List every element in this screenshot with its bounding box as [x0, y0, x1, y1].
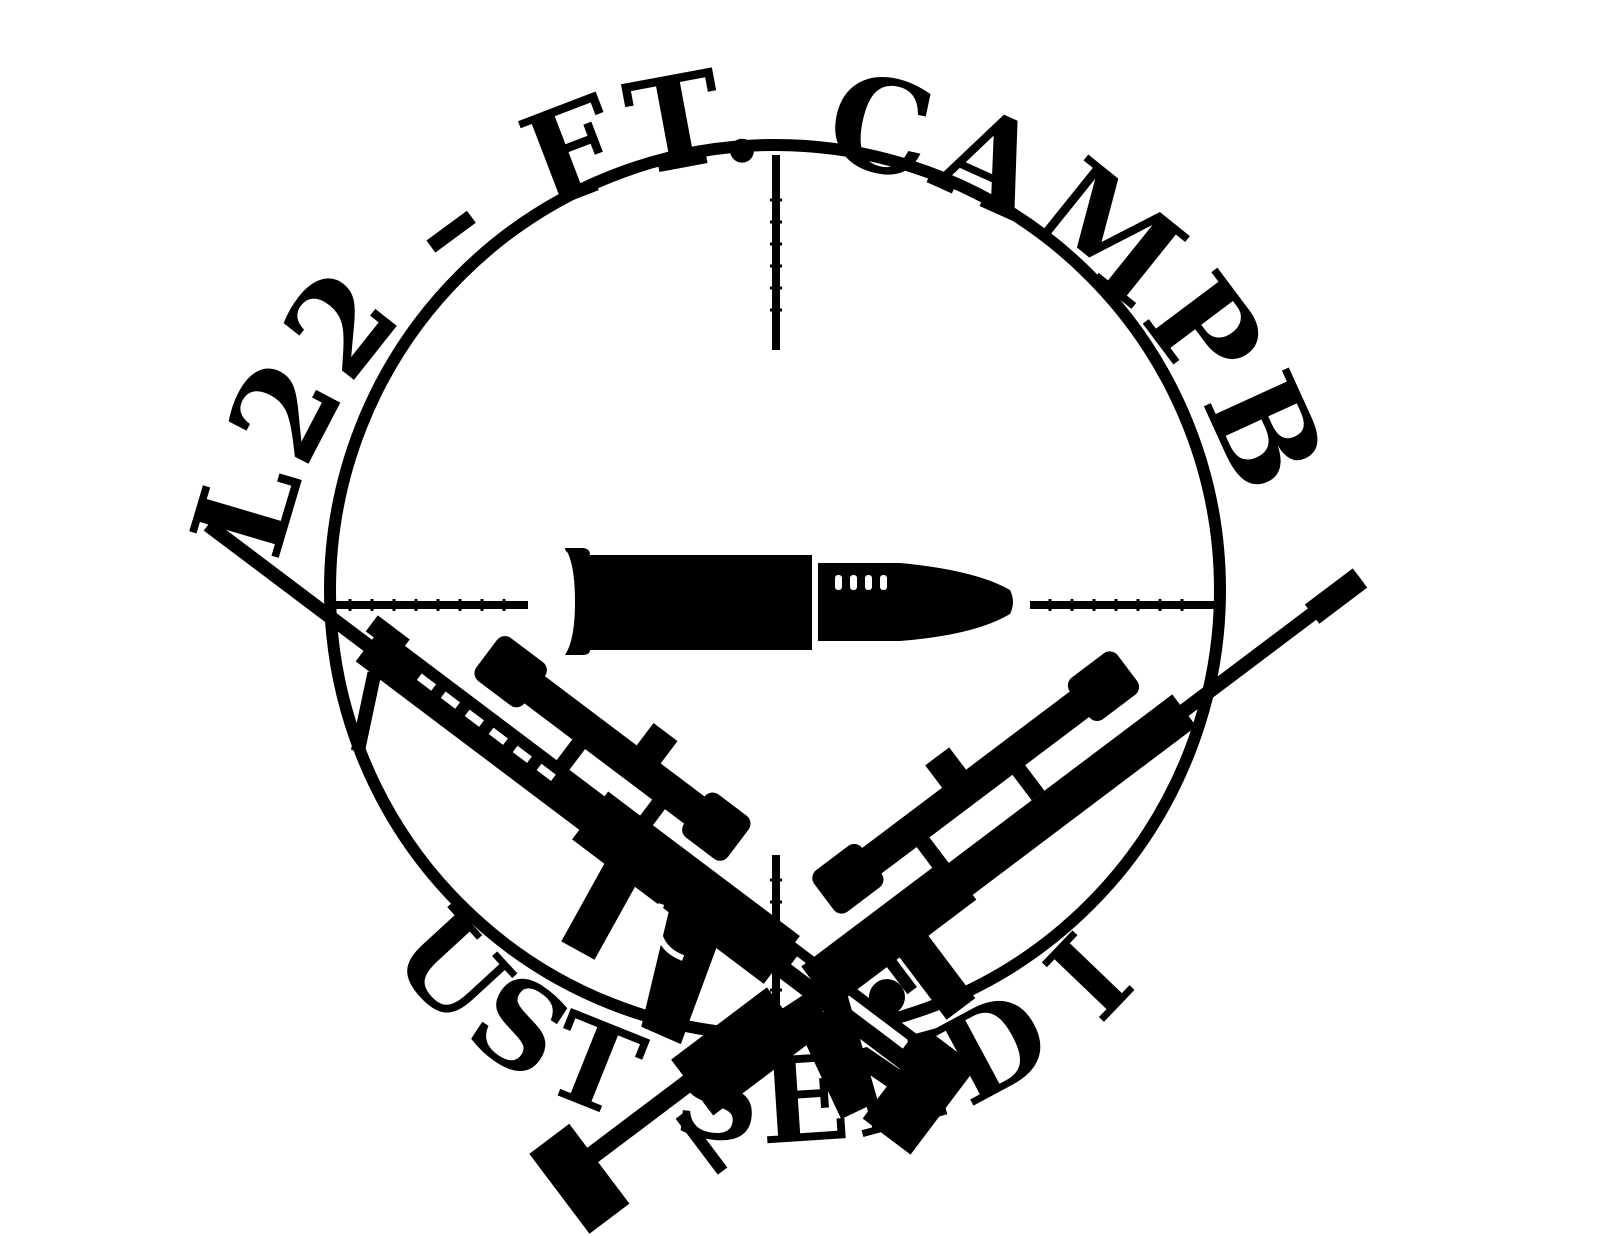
cartridge-case	[565, 548, 812, 655]
right-rifle-icon	[529, 568, 1368, 1234]
cartridge-icon	[565, 548, 1013, 655]
top-arc-text: NRL22 – FT. CAMPBELL	[0, 0, 1357, 572]
bullet-grooves	[835, 575, 887, 590]
